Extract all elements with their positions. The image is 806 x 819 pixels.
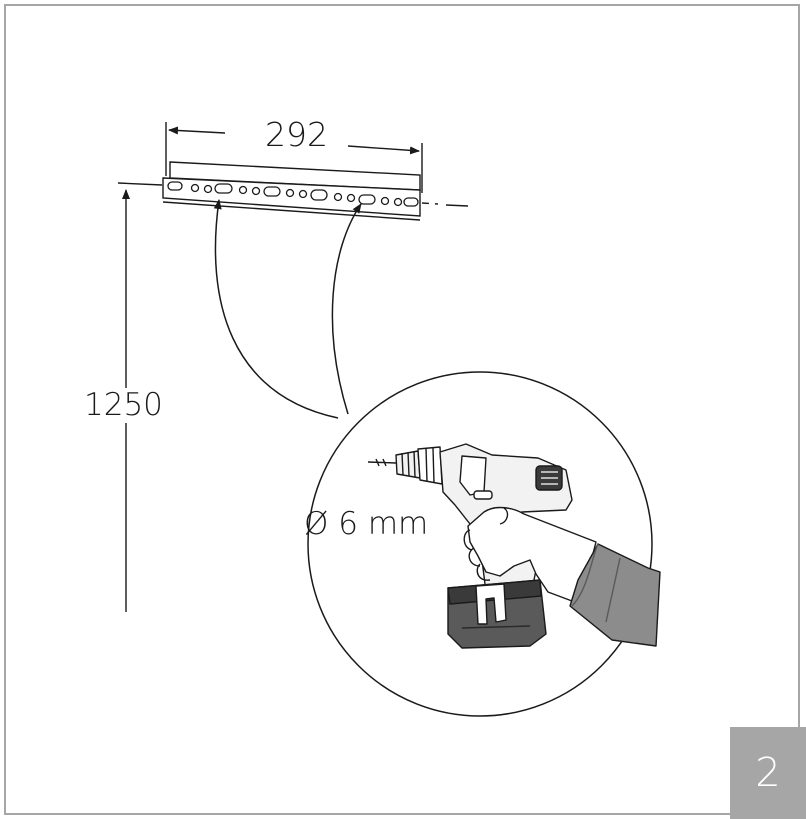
drill-icon [367, 443, 661, 649]
drill-point-arrows [213, 199, 362, 419]
step-number-badge: 2 [730, 727, 806, 819]
drill-bit-label: Ø 6 mm [304, 506, 429, 542]
width-label: 292 [262, 118, 331, 151]
rail-holes [167, 181, 419, 207]
step-number: 2 [755, 750, 781, 796]
width-dimension [165, 122, 423, 193]
height-label: 1250 [84, 387, 163, 423]
